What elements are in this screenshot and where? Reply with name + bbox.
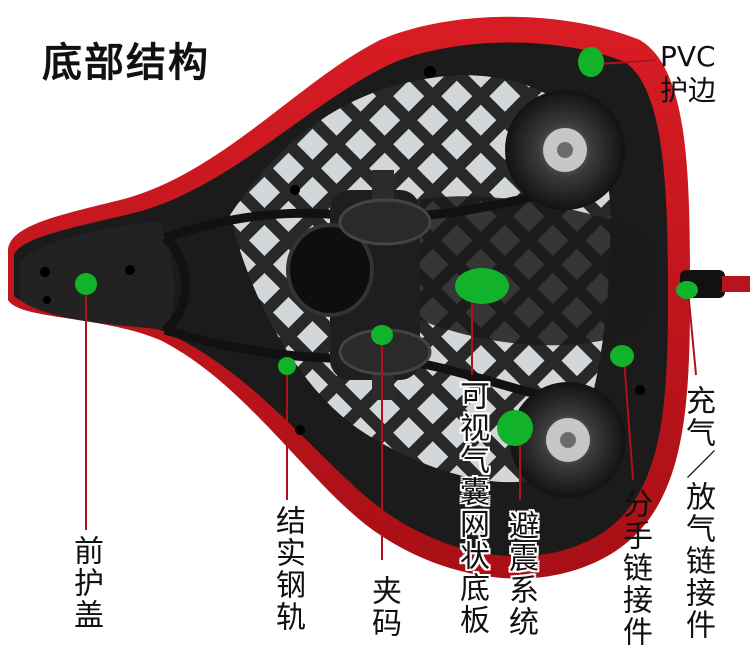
green-markers	[75, 47, 698, 446]
label-pvc-line1: PVC	[660, 40, 716, 73]
leader-lines	[85, 59, 697, 560]
label-inflate-deflate-joint: 充气／放气链接件	[680, 385, 715, 641]
label-shock-system: 避震系统	[503, 510, 538, 638]
label-front-cover: 前护盖	[68, 535, 103, 631]
label-pvc-line2: 护边	[660, 74, 717, 107]
label-steel-rail: 结实钢轨	[270, 505, 305, 633]
label-airbag-mesh-base: 可视气囊网状底板	[454, 380, 489, 636]
support-frame	[420, 196, 655, 346]
label-clamp: 夹码	[366, 575, 401, 639]
front-cover-panel	[20, 222, 174, 330]
label-split-chain-joint: 分手链接件	[617, 488, 652, 648]
label-pvc-edge: PVC 护边	[660, 40, 716, 108]
page-title: 底部结构	[42, 40, 210, 86]
